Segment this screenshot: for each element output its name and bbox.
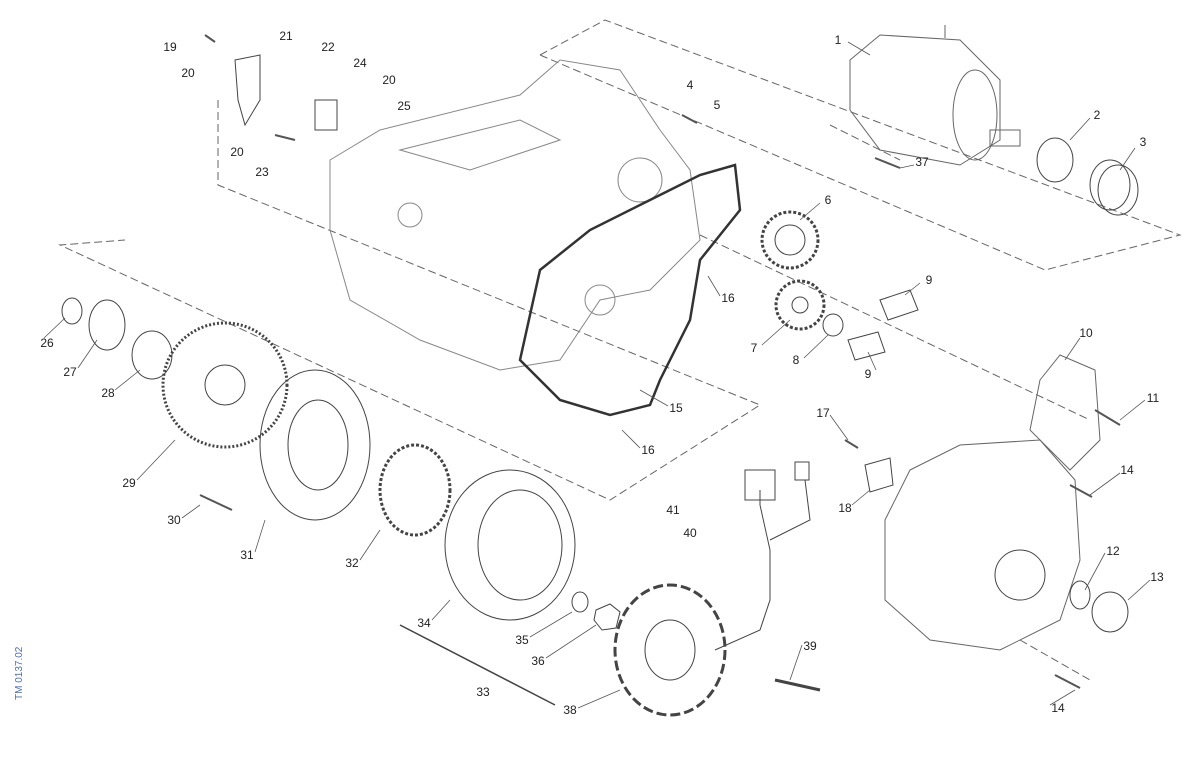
callout-38: 38 [563,703,577,717]
callout-2: 2 [1093,108,1101,122]
callout-25: 25 [397,99,411,113]
gear-7 [774,279,826,331]
o-rings [1089,159,1131,211]
plate-21 [234,54,261,127]
bracket-18 [864,457,894,493]
callout-35: 35 [515,633,529,647]
generator-cover [884,439,1081,651]
callout-11: 11 [1146,391,1160,405]
connector [744,469,776,501]
pickup-24 [314,99,338,131]
drawing-code: TM 0137.02 [14,646,25,700]
callout-26: 26 [40,336,54,350]
starter-ring-gear [161,321,289,449]
freewheel-31 [259,369,371,521]
callout-5: 5 [713,98,721,112]
callout-12: 12 [1106,544,1120,558]
callout-21: 21 [279,29,293,43]
callout-37: 37 [915,155,929,169]
callout-7: 7 [750,341,758,355]
callout-9: 9 [864,367,872,381]
plug-13 [1091,591,1129,633]
callout-28: 28 [101,386,115,400]
callout-18: 18 [838,501,852,515]
callout-13: 13 [1150,570,1164,584]
callout-9: 9 [925,273,933,287]
callout-41: 41 [666,503,680,517]
sprag-32 [378,443,452,537]
gear-6 [760,210,820,270]
bushing [1036,137,1074,183]
callout-40: 40 [683,526,697,540]
bolts [199,34,1121,689]
callout-34: 34 [417,616,431,630]
washer-26 [61,297,83,325]
callout-29: 29 [122,476,136,490]
callout-23: 23 [255,165,269,179]
bush-8 [822,313,844,337]
callout-17: 17 [816,406,830,420]
callout-19: 19 [163,40,177,54]
callout-20: 20 [181,66,195,80]
flywheel-34 [444,469,576,621]
bearing-28 [131,330,173,380]
gasket [518,163,742,417]
callout-15: 15 [669,401,683,415]
stud-39 [774,678,821,692]
starter-motor [849,25,1021,166]
stator-wire [714,490,771,651]
callout-20: 20 [382,73,396,87]
callout-14: 14 [1051,701,1065,715]
callout-24: 24 [353,56,367,70]
callout-31: 31 [240,548,254,562]
callout-32: 32 [345,556,359,570]
callout-10: 10 [1079,326,1093,340]
callout-27: 27 [63,365,77,379]
callout-14: 14 [1120,463,1134,477]
callout-16: 16 [721,291,735,305]
leader-lines [43,41,1151,709]
callout-22: 22 [321,40,335,54]
callout-3: 3 [1139,135,1147,149]
assembly-guide-lines [58,19,1182,681]
callout-30: 30 [167,513,181,527]
callout-33: 33 [476,685,490,699]
callout-6: 6 [824,193,832,207]
callout-8: 8 [792,353,800,367]
callout-16: 16 [641,443,655,457]
stator [613,583,727,717]
callout-20: 20 [230,145,244,159]
nut-36 [593,603,621,631]
cover-10 [1029,354,1101,471]
bracket-33 [399,624,556,706]
callout-1: 1 [834,33,842,47]
callout-36: 36 [531,654,545,668]
pin-9b [847,331,886,361]
callout-4: 4 [686,78,694,92]
washer-27 [88,299,126,351]
pin-9a [879,289,919,321]
crankcase [329,59,701,371]
callout-39: 39 [803,639,817,653]
